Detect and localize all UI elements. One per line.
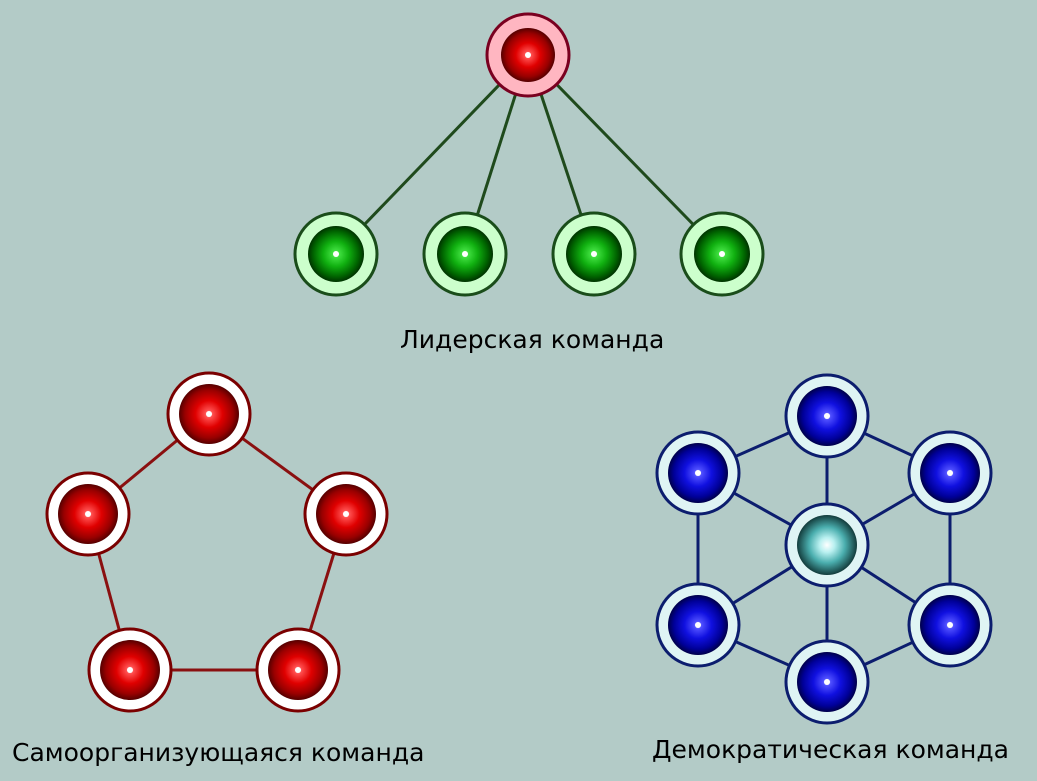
democratic-team-caption: Демократическая команда xyxy=(652,735,1009,764)
member-node-4 xyxy=(679,211,765,297)
hex-node-4 xyxy=(784,639,870,725)
ring-node-5 xyxy=(45,471,131,557)
self-org-team-caption: Самоорганизующаяся команда xyxy=(12,738,425,767)
member-node-3 xyxy=(551,211,637,297)
ring-node-2 xyxy=(303,471,389,557)
ring-node-3 xyxy=(255,627,341,713)
member-node-1 xyxy=(293,211,379,297)
member-node-2 xyxy=(422,211,508,297)
hex-node-5 xyxy=(655,582,741,668)
ring-node-4 xyxy=(87,627,173,713)
leader-node xyxy=(485,12,571,98)
hub-node xyxy=(784,502,870,588)
self-org-team-nodes xyxy=(45,371,389,713)
hex-node-2 xyxy=(907,430,993,516)
hex-node-3 xyxy=(907,582,993,668)
hex-node-1 xyxy=(784,373,870,459)
democratic-team-nodes xyxy=(655,373,993,725)
ring-node-1 xyxy=(166,371,252,457)
hex-node-6 xyxy=(655,430,741,516)
leader-edge-1 xyxy=(334,53,530,256)
leader-edge-4 xyxy=(526,53,724,256)
leader-team-caption: Лидерская команда xyxy=(400,325,665,354)
leader-team-nodes xyxy=(293,12,765,297)
